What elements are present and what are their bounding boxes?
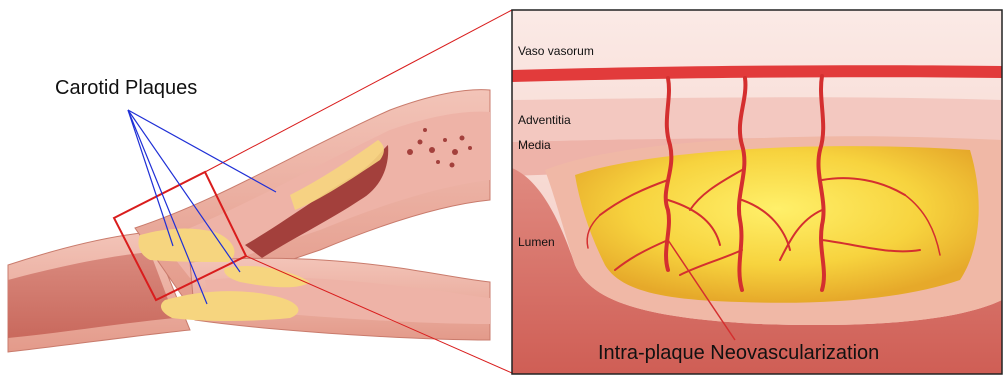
vaso-vasorum-label: Vaso vasorum — [518, 45, 594, 57]
lumen-label: Lumen — [518, 236, 555, 248]
carotid-plaques-label: Carotid Plaques — [55, 78, 197, 98]
adventitia-label: Adventitia — [518, 114, 571, 126]
carotid-artery-drawing — [8, 90, 490, 352]
zoom-panel — [512, 10, 1002, 374]
media-label: Media — [518, 139, 551, 151]
adventitia-layer — [512, 97, 1002, 142]
neovascularization-label: Intra-plaque Neovascularization — [598, 343, 879, 363]
